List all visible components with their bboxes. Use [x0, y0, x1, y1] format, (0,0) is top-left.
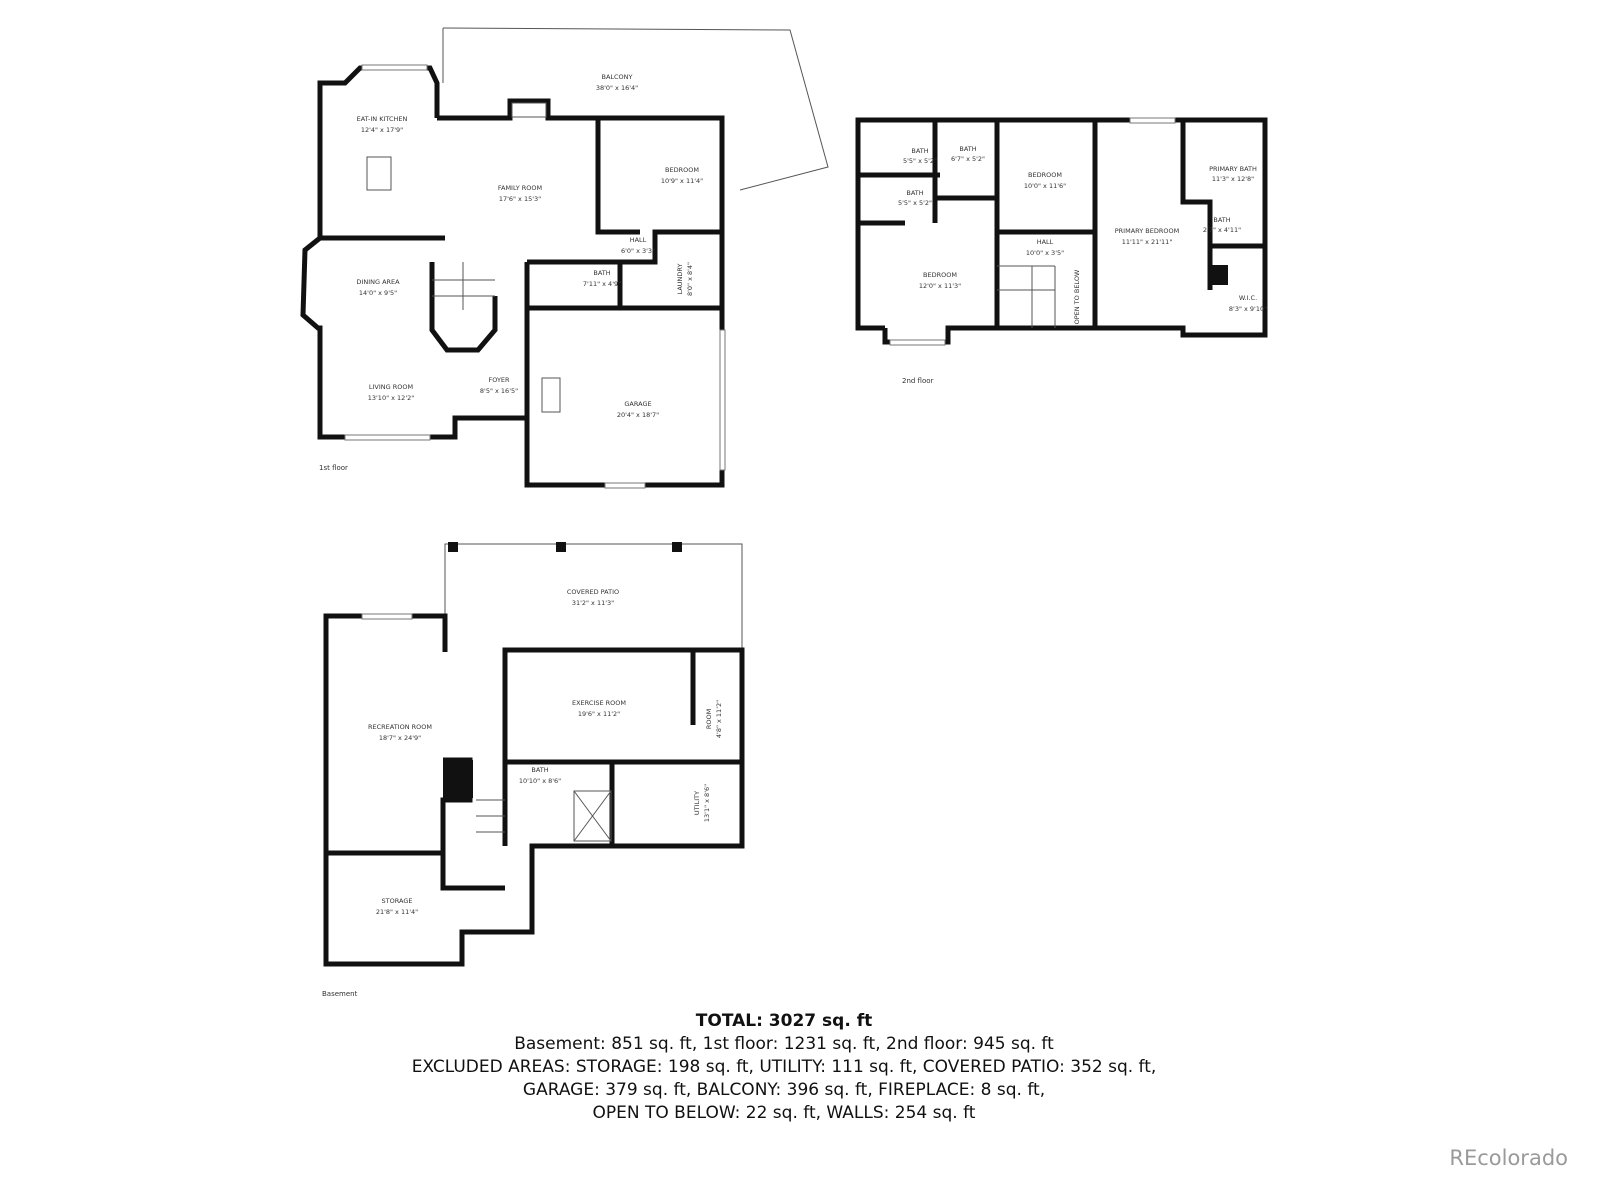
room-dims: 31'2" x 11'3": [572, 599, 614, 607]
room-name: BALCONY: [601, 73, 632, 81]
room-dims: 13'1" x 8'6": [703, 784, 711, 822]
room-name: BEDROOM: [1028, 171, 1062, 179]
room-dims: 38'0" x 16'4": [596, 84, 638, 92]
room-dims: 17'6" x 15'3": [499, 195, 541, 203]
room-name: BATH: [531, 766, 548, 774]
floor-label-1st: 1st floor: [319, 464, 348, 472]
room-name: W.I.C.: [1239, 294, 1257, 302]
first-floor-plan: [300, 27, 829, 489]
room-name: BATH: [959, 145, 976, 153]
room-name: BEDROOM: [665, 166, 699, 174]
room-name: PRIMARY BEDROOM: [1115, 227, 1179, 235]
area-summary: TOTAL: 3027 sq. ft Basement: 851 sq. ft,…: [0, 1010, 1568, 1125]
room-dims: 7'11" x 4'9": [583, 280, 621, 288]
room-name: DINING AREA: [356, 278, 400, 286]
room-name: BATH: [593, 269, 610, 277]
second-floor-plan: [855, 117, 1268, 346]
room-dims: 2'7" x 4'11": [1203, 226, 1241, 234]
room-name: BATH: [911, 147, 928, 155]
room-name: LIVING ROOM: [369, 383, 413, 391]
room-name: FOYER: [488, 376, 510, 384]
room-dims: 18'7" x 24'9": [379, 734, 421, 742]
room-name: STORAGE: [382, 897, 413, 905]
room-name: BEDROOM: [923, 271, 957, 279]
excluded-areas-3: OPEN TO BELOW: 22 sq. ft, WALLS: 254 sq.…: [592, 1103, 976, 1123]
room-dims: 10'10" x 8'6": [519, 777, 561, 785]
room-dims: 10'0" x 3'5": [1026, 249, 1064, 257]
room-name: RECREATION ROOM: [368, 723, 432, 731]
garage-fixture: [541, 377, 561, 413]
excluded-areas-1: EXCLUDED AREAS: STORAGE: 198 sq. ft, UTI…: [411, 1057, 1157, 1077]
room-dims: 8'5" x 16'5": [480, 387, 518, 395]
room-name: HALL: [1037, 238, 1054, 246]
room-dims: 4'8" x 11'2": [715, 700, 723, 738]
room-dims: 10'9" x 11'4": [661, 177, 703, 185]
floor-areas: Basement: 851 sq. ft, 1st floor: 1231 sq…: [514, 1034, 1054, 1054]
fireplace-icon: [511, 102, 547, 118]
room-dims: 6'7" x 5'2": [951, 155, 985, 163]
room-name: FAMILY ROOM: [498, 184, 542, 192]
room-name: PRIMARY BATH: [1209, 165, 1257, 173]
room-name: EAT-IN KITCHEN: [357, 115, 408, 123]
room-dims: 8'0" x 8'4": [686, 262, 694, 296]
room-dims: 6'0" x 3'3": [621, 247, 655, 255]
room-name: HALL: [630, 236, 647, 244]
room-dims: 12'0" x 11'3": [919, 282, 961, 290]
room-dims: 5'5" x 5'2": [903, 157, 937, 165]
basement-plan: [323, 542, 745, 967]
room-name: UTILITY: [693, 791, 701, 815]
room-dims: 21'8" x 11'4": [376, 908, 418, 916]
room-name: ROOM: [705, 709, 713, 729]
floor-label-2nd: 2nd floor: [902, 377, 934, 385]
room-name: EXERCISE ROOM: [572, 699, 626, 707]
room-dims: 11'3" x 12'8": [1212, 175, 1254, 183]
room-dims: 20'4" x 18'7": [617, 411, 659, 419]
balcony-outline: [442, 27, 829, 191]
total-area: TOTAL: 3027 sq. ft: [695, 1011, 873, 1031]
room-name: GARAGE: [624, 400, 651, 408]
room-dims: 19'6" x 11'2": [578, 710, 620, 718]
recolorado-logo: REcolorado: [1449, 1146, 1568, 1170]
room-dims: 8'3" x 9'10": [1229, 305, 1267, 313]
room-dims: 10'0" x 11'6": [1024, 182, 1066, 190]
room-name: BATH: [906, 189, 923, 197]
room-dims: 13'10" x 12'2": [368, 394, 414, 402]
room-name: BATH: [1213, 216, 1230, 224]
excluded-areas-2: GARAGE: 379 sq. ft, BALCONY: 396 sq. ft,…: [522, 1080, 1046, 1100]
kitchen-island: [366, 156, 392, 191]
room-dims: 14'0" x 9'5": [359, 289, 397, 297]
room-name: OPEN TO BELOW: [1073, 269, 1081, 324]
room-dims: 12'4" x 17'9": [361, 126, 403, 134]
floor-label-basement: Basement: [322, 990, 358, 998]
room-dims: 11'11" x 21'11": [1122, 238, 1173, 246]
room-dims: 5'5" x 5'2": [898, 199, 932, 207]
room-name: COVERED PATIO: [567, 588, 619, 596]
room-name: LAUNDRY: [676, 264, 684, 295]
